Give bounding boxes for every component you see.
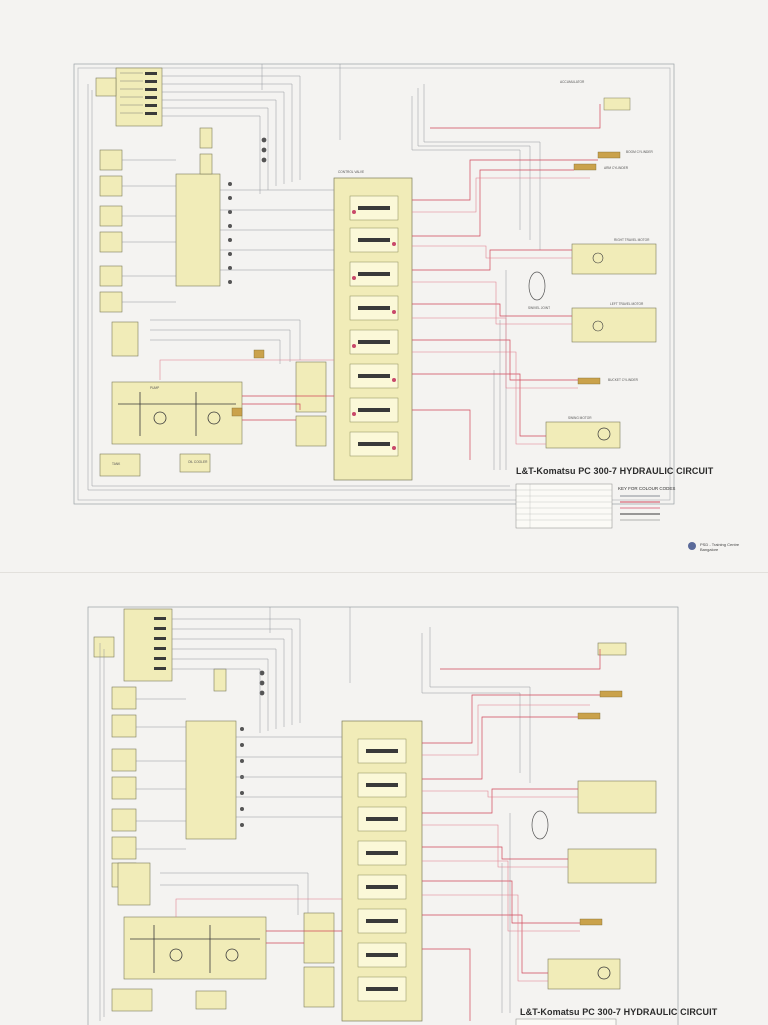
diagram-title: L&T-Komatsu PC 300-7 HYDRAULIC CIRCUIT	[516, 466, 714, 476]
colour-key-table	[515, 483, 660, 529]
label-swivel-joint: SWIVEL JOINT	[528, 306, 551, 310]
label-boom-cylinder: BOOM CYLINDER	[626, 150, 653, 154]
diagram-sheet-top: L&T-Komatsu PC 300-7 HYDRAULIC CIRCUIT K…	[73, 63, 740, 552]
label-arm-cylinder: ARM CYLINDER	[604, 166, 629, 170]
label-accumulator: ACCUMULATOR	[560, 80, 585, 84]
diagram-title-bottom: L&T-Komatsu PC 300-7 HYDRAULIC CIRCUIT	[520, 1007, 718, 1017]
control-valve-stack	[333, 177, 413, 481]
label-bucket-cylinder: BUCKET CYLINDER	[608, 378, 638, 382]
label-swing-motor: SWING MOTOR	[568, 416, 592, 420]
footer-credit: PSD - Training Centre Bangalore	[700, 542, 739, 552]
training-centre-logo	[688, 542, 696, 550]
label-right-travel-motor: RIGHT TRAVEL MOTOR	[614, 238, 650, 242]
label-oil-cooler: OIL COOLER	[188, 460, 208, 464]
label-control-valve: CONTROL VALVE	[338, 170, 365, 174]
label-tank: TANK	[112, 462, 121, 466]
colour-key-heading: KEY FOR COLOUR CODES	[618, 486, 676, 491]
right-side-actuators	[528, 97, 657, 449]
hydraulic-schematic-top	[73, 63, 696, 550]
main-pump-block	[111, 349, 265, 445]
footer-line-2: Bangalore	[700, 547, 719, 552]
label-left-travel-motor: LEFT TRAVEL MOTOR	[610, 302, 644, 306]
pilot-valve-block	[115, 67, 163, 127]
diagram-sheet-bottom: L&T-Komatsu PC 300-7 HYDRAULIC CIRCUIT	[0, 572, 768, 1025]
label-pump: PUMP	[150, 386, 160, 390]
hydraulic-schematic-bottom	[87, 606, 679, 1025]
footer-line-1: PSD - Training Centre	[700, 542, 740, 547]
